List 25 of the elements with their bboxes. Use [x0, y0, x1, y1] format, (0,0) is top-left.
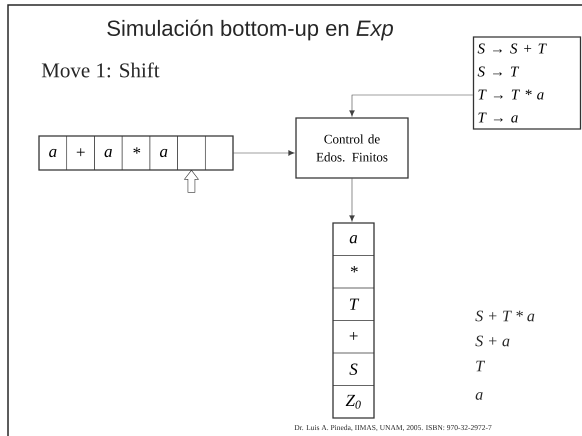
arrow	[233, 150, 295, 156]
stack-cell: +	[332, 320, 374, 354]
tape-cell: *	[122, 136, 150, 170]
tape-cell: a	[94, 136, 122, 170]
pointer-arrow	[184, 170, 200, 193]
stack-cell: *	[332, 255, 374, 288]
stack-cell: a	[332, 222, 374, 256]
derivation-step: S + T * a	[475, 310, 534, 322]
tape-cell	[177, 136, 206, 170]
tape-cell: a	[150, 136, 178, 170]
tape-cell: +	[66, 136, 95, 170]
derivation-step: T	[476, 360, 486, 372]
title: Simulación bottom-up en Exp	[107, 20, 393, 40]
tape-cell	[204, 136, 234, 170]
arrow	[349, 178, 355, 222]
stack-cell: T	[332, 288, 374, 321]
derivation-step: a	[476, 392, 483, 400]
derivation-step: S + a	[475, 336, 510, 346]
mode-label: Move 1: Shift	[42, 62, 160, 78]
grammar-box: S → S + T S → T T → T * a T → a	[472, 36, 582, 130]
tape-cell: a	[38, 136, 68, 170]
arrow	[349, 94, 474, 117]
stack-cell: S	[332, 352, 374, 386]
stack-cell: Z$_{0}$	[332, 385, 374, 418]
control-box: Control de Edos. Finitos	[295, 117, 409, 179]
